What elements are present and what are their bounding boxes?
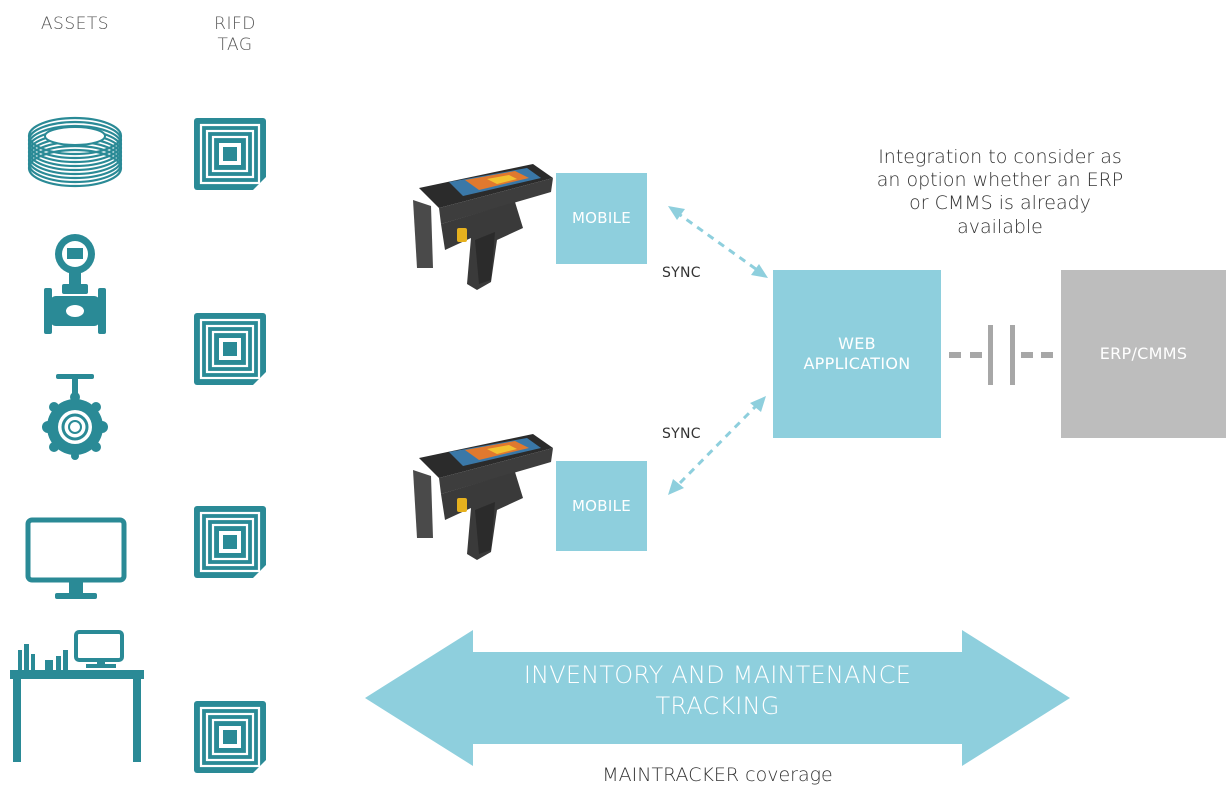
valve-icon [42,374,108,460]
web-application-box: WEB APPLICATION [773,270,941,438]
rfid-tag-icon [194,701,266,773]
rfid-tag-icon [194,118,266,190]
integration-note: Integration to consider as an option whe… [876,146,1124,238]
coverage-arrow-label: INVENTORY AND MAINTENANCE TRACKING [523,661,912,720]
workbench-icon [10,630,144,762]
coverage-caption: MAINTRACKER coverage [602,764,833,786]
mobile-box-top: MOBILE [556,173,647,264]
flowmeter-icon [44,234,106,334]
rfid-tag-header: RIFD TAG [214,14,256,56]
sync-label-top: SYNC [662,265,701,281]
handheld-rfid-reader-icon [413,164,553,290]
rfid-tag-icon [194,313,266,385]
assets-header: ASSETS [40,14,110,34]
erp-cmms-box: ERP/CMMS [1061,270,1226,438]
handheld-rfid-reader-icon [413,434,553,560]
cable-coil-icon [27,116,123,188]
mobile-box-bottom: MOBILE [556,461,647,551]
monitor-icon [25,517,127,599]
sync-label-bottom: SYNC [662,426,701,442]
rfid-tag-icon [194,506,266,578]
